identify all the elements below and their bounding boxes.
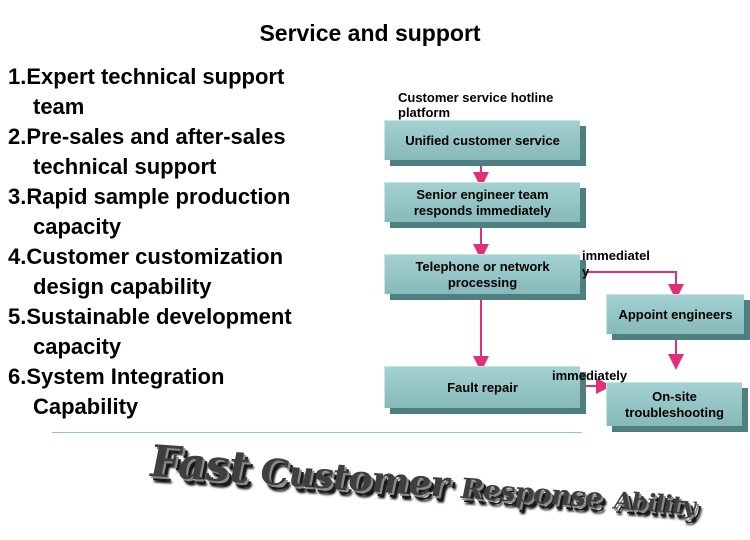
box-telephone-network-processing: Telephone or network processing [384,254,580,294]
flow-arrows [473,166,684,394]
arrow-telephone-to-appoint [578,271,684,300]
label-immediately-top: immediatel y [582,248,650,279]
box-unified-customer-service: Unified customer service [384,120,580,160]
slogan-word: Fast [150,436,249,494]
box-fault-repair: Fault repair [384,366,580,408]
slogan-word: Customer [260,450,449,506]
page-title: Service and support [259,20,481,46]
box-appoint-engineers: Appoint engineers [606,294,744,334]
flow-caption: Customer service hotline platform [398,90,554,120]
label-immediately-bottom: immediately [552,368,628,383]
slogan-word: Ability [613,485,695,521]
slogan-word: Response [460,471,602,515]
divider [52,432,582,433]
box-on-site-troubleshooting: On-site troubleshooting [606,382,742,426]
box-senior-engineer-team: Senior engineer team responds immediatel… [384,182,580,222]
